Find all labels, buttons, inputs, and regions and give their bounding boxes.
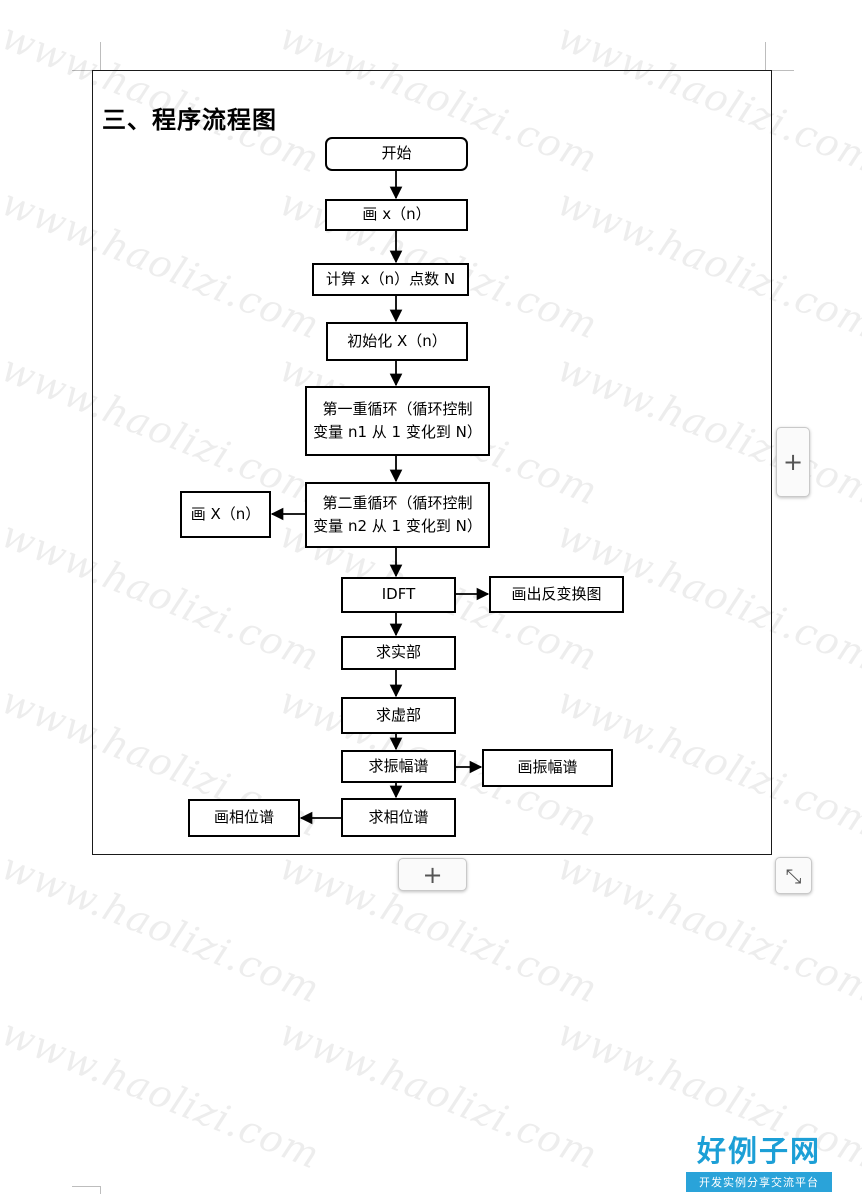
logo-title: 好例子网 xyxy=(696,1134,821,1168)
add-row-bottom-button[interactable]: + xyxy=(398,858,467,891)
node-label-line1: 第二重循环（循环控制 xyxy=(322,493,473,512)
node-label-line1: 第一重循环（循环控制 xyxy=(322,399,473,418)
node-label: 画 X（n） xyxy=(190,504,261,523)
site-logo: 好例子网 开发实例分享交流平台 xyxy=(686,1128,832,1192)
node-real: 求实部 xyxy=(341,636,456,670)
watermark-text: www.haolizi.com xyxy=(551,844,862,1012)
node-plot-magnitude: 画振幅谱 xyxy=(482,749,613,787)
node-label: 求虚部 xyxy=(375,705,421,724)
crop-mark xyxy=(765,42,766,70)
watermark-text: www.haolizi.com xyxy=(0,844,327,1012)
content-frame xyxy=(92,70,772,855)
node-start: 开始 xyxy=(325,137,468,171)
node-phase: 求相位谱 xyxy=(341,798,456,837)
node-plot-x: 画 x（n） xyxy=(325,199,468,231)
crop-mark xyxy=(100,42,101,70)
node-label: IDFT xyxy=(381,585,416,604)
logo-subtitle: 开发实例分享交流平台 xyxy=(686,1172,832,1192)
node-loop2: 第二重循环（循环控制 变量 n2 从 1 变化到 N） xyxy=(305,482,490,548)
watermark-text: www.haolizi.com xyxy=(0,1010,327,1178)
plus-icon: + xyxy=(422,860,443,889)
node-label: 画 x（n） xyxy=(362,205,431,224)
node-label: 求相位谱 xyxy=(368,807,429,826)
node-label: 计算 x（n）点数 N xyxy=(325,269,456,288)
node-label: 求振幅谱 xyxy=(368,756,429,775)
plus-icon: + xyxy=(782,448,804,476)
node-loop1: 第一重循环（循环控制 变量 n1 从 1 变化到 N） xyxy=(305,386,490,456)
watermark-text: www.haolizi.com xyxy=(273,1010,605,1178)
crop-mark xyxy=(100,1186,101,1194)
section-heading: 三、程序流程图 xyxy=(102,105,277,134)
node-label-line2: 变量 n1 从 1 变化到 N） xyxy=(313,423,482,441)
expand-icon: ⤡ xyxy=(785,863,802,888)
node-plot-X: 画 X（n） xyxy=(180,491,271,538)
node-plot-inverse: 画出反变换图 xyxy=(489,576,624,613)
crop-mark xyxy=(72,1186,100,1187)
node-label: 开始 xyxy=(381,144,412,163)
node-magnitude: 求振幅谱 xyxy=(341,750,456,783)
expand-button[interactable]: ⤡ xyxy=(775,857,812,894)
add-row-right-button[interactable]: + xyxy=(776,427,810,497)
node-count: 计算 x（n）点数 N xyxy=(312,263,469,296)
node-label: 求实部 xyxy=(375,643,421,662)
crop-mark xyxy=(766,70,794,71)
node-label: 画振幅谱 xyxy=(517,758,578,777)
node-idft: IDFT xyxy=(341,577,456,613)
node-label: 画出反变换图 xyxy=(511,584,602,603)
node-imag: 求虚部 xyxy=(341,697,456,734)
node-label-line2: 变量 n2 从 1 变化到 N） xyxy=(313,517,482,535)
node-label: 初始化 X（n） xyxy=(347,331,447,350)
node-init: 初始化 X（n） xyxy=(326,322,468,361)
crop-mark xyxy=(72,70,100,71)
node-label: 画相位谱 xyxy=(213,808,274,827)
node-plot-phase: 画相位谱 xyxy=(188,799,300,837)
